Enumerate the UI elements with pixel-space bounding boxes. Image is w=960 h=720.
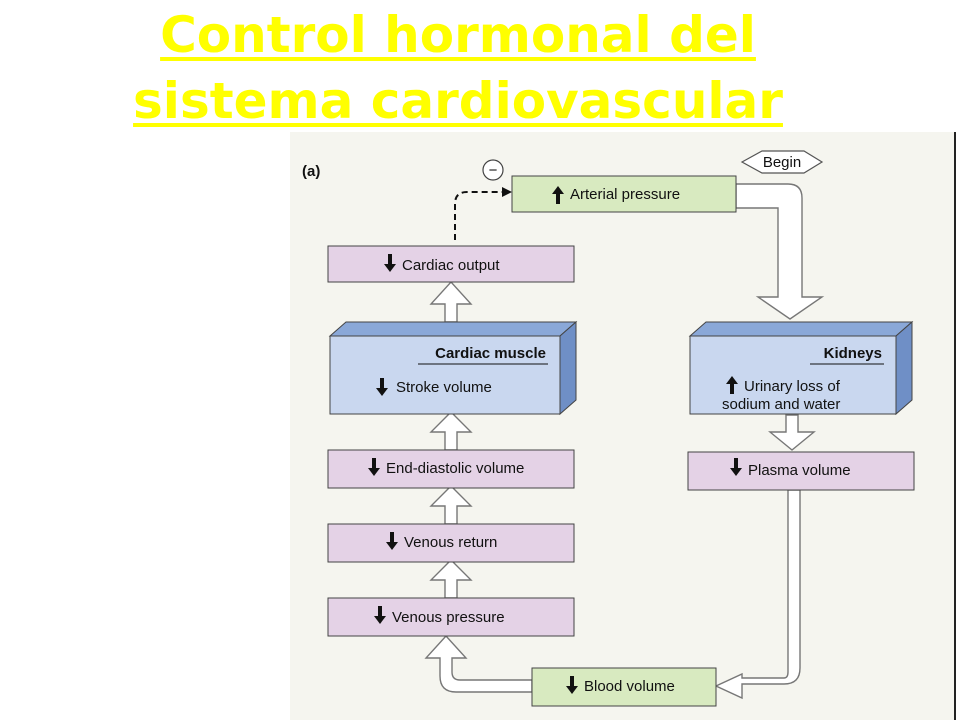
flow-arrow-kidneys-to-plasma bbox=[768, 414, 816, 451]
svg-text:Plasma volume: Plasma volume bbox=[748, 462, 851, 479]
kidneys-block: Kidneys Urinary loss of sodium and water bbox=[688, 320, 914, 416]
flow-arrow-plasma-to-blood bbox=[714, 489, 801, 700]
svg-text:End-diastolic volume: End-diastolic volume bbox=[386, 460, 524, 477]
title-line-1: Control hormonal del bbox=[160, 6, 756, 64]
down-arrow-icon bbox=[376, 378, 388, 396]
arterial-pressure-box: Arterial pressure bbox=[511, 175, 737, 213]
svg-text:Urinary loss of: Urinary loss of bbox=[744, 378, 841, 395]
up-arrow-icon bbox=[552, 186, 564, 204]
panel-label: (a) bbox=[302, 163, 320, 180]
cardiac-muscle-block: Cardiac muscle Stroke volume bbox=[328, 320, 578, 416]
down-arrow-icon bbox=[384, 254, 396, 272]
svg-text:sodium and water: sodium and water bbox=[722, 396, 840, 413]
dashed-feedback-arrow bbox=[454, 191, 504, 240]
end-diastolic-volume-box: End-diastolic volume bbox=[327, 449, 575, 489]
flow-arrow-up-2 bbox=[429, 485, 473, 525]
svg-text:Stroke volume: Stroke volume bbox=[396, 379, 492, 396]
down-arrow-icon bbox=[566, 676, 578, 694]
svg-text:Blood volume: Blood volume bbox=[584, 678, 675, 695]
slide-title: Control hormonal del sistema cardiovascu… bbox=[0, 2, 916, 134]
plasma-volume-box: Plasma volume bbox=[687, 451, 915, 491]
svg-text:Venous return: Venous return bbox=[404, 534, 497, 551]
flow-arrow-up-3 bbox=[429, 411, 473, 451]
cardiac-output-box: Cardiac output bbox=[327, 245, 575, 283]
figure-border bbox=[954, 132, 956, 720]
svg-text:Arterial pressure: Arterial pressure bbox=[570, 186, 680, 203]
begin-tag: Begin bbox=[740, 150, 824, 174]
down-arrow-icon bbox=[368, 458, 380, 476]
down-arrow-icon bbox=[730, 458, 742, 476]
blood-volume-box: Blood volume bbox=[531, 667, 717, 707]
flow-arrow-up-4 bbox=[429, 280, 473, 323]
kidneys-title: Kidneys bbox=[824, 345, 882, 362]
dashed-arrow-head bbox=[502, 187, 512, 197]
down-arrow-icon bbox=[374, 606, 386, 624]
svg-text:−: − bbox=[489, 162, 498, 179]
flow-arrow-arterial-to-kidneys bbox=[735, 183, 825, 320]
cardiac-muscle-title: Cardiac muscle bbox=[435, 345, 546, 362]
flow-arrow-blood-to-venous-pressure bbox=[424, 634, 533, 693]
flow-arrows bbox=[424, 183, 825, 700]
svg-text:Venous pressure: Venous pressure bbox=[392, 609, 505, 626]
up-arrow-icon bbox=[726, 376, 738, 394]
feedback-diagram: (a) Begin − Arterial pressure Cardia bbox=[302, 150, 915, 707]
svg-text:Cardiac output: Cardiac output bbox=[402, 257, 500, 274]
figure-panel: (a) Begin − Arterial pressure Cardia bbox=[290, 132, 956, 720]
down-arrow-icon bbox=[386, 532, 398, 550]
inhibit-sign: − bbox=[482, 159, 504, 181]
begin-label: Begin bbox=[763, 154, 801, 171]
title-line-2: sistema cardiovascular bbox=[133, 72, 783, 130]
flow-arrow-up-1 bbox=[429, 559, 473, 599]
venous-pressure-box: Venous pressure bbox=[327, 597, 575, 637]
venous-return-box: Venous return bbox=[327, 523, 575, 563]
